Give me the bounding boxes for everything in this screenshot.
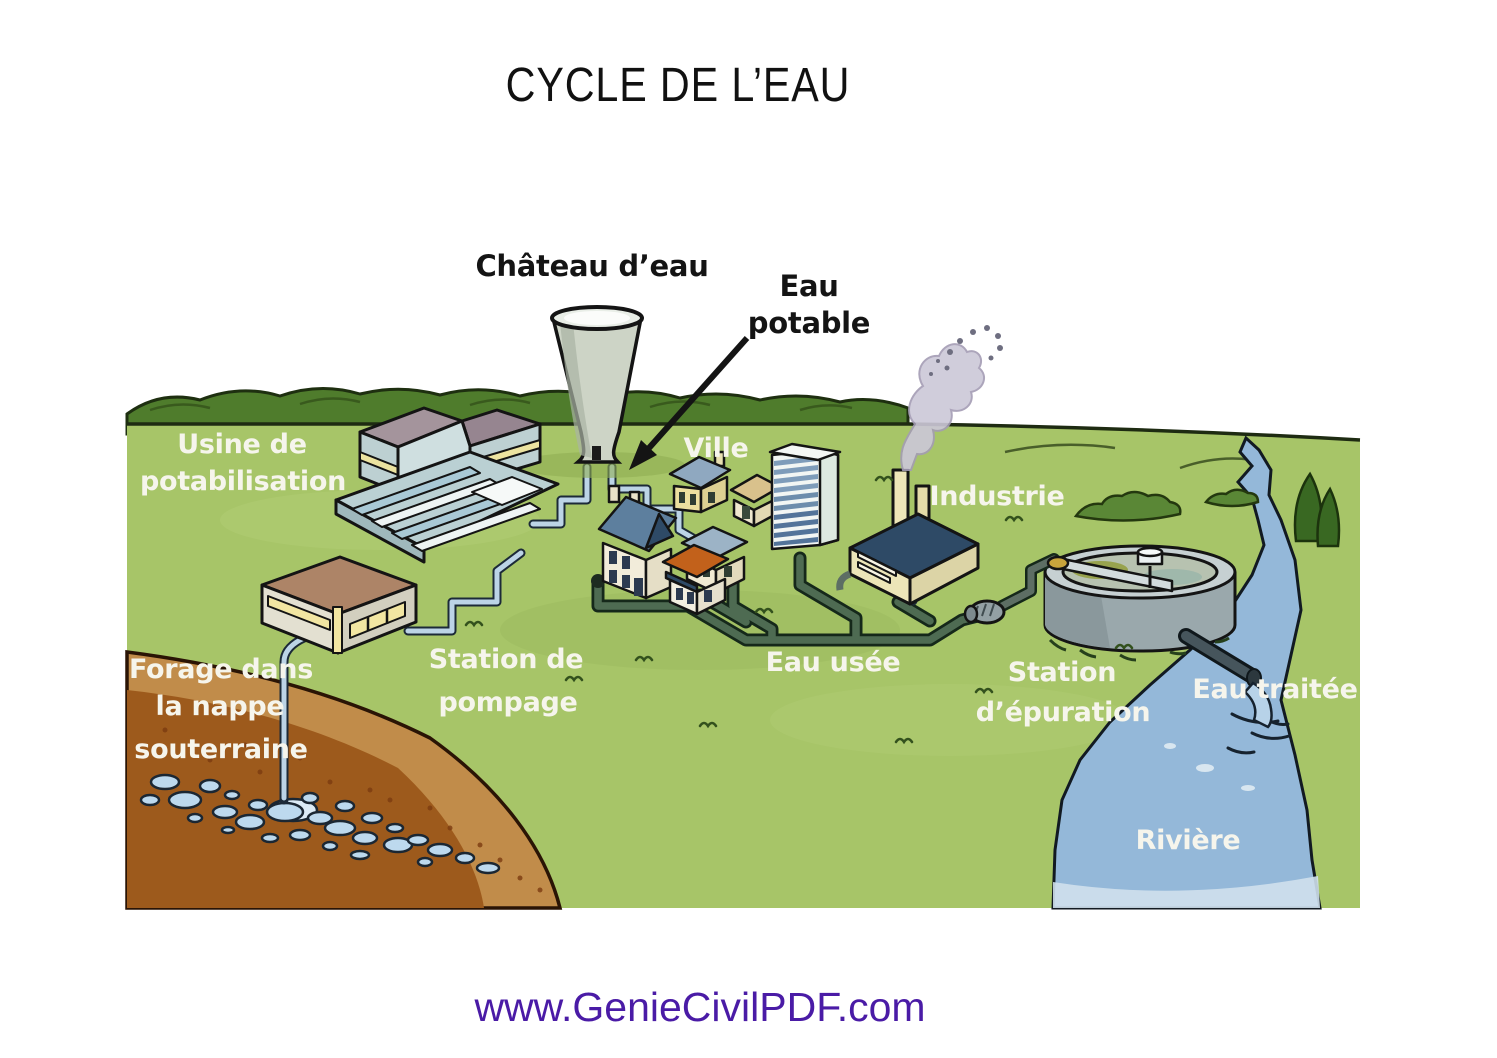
label-industrie: Industrie (930, 481, 1065, 512)
label-eau-potable-line1: Eau (779, 269, 838, 303)
trees (1073, 471, 1341, 548)
drinking-water-pipes (403, 462, 918, 636)
label-usine-line1: Usine de (177, 429, 306, 460)
smoke-plume (900, 325, 1003, 471)
treatment-plant-building (334, 406, 560, 564)
label-usine-line2: potabilisation (140, 466, 346, 497)
label-forage-line1: Forage dans (129, 654, 313, 685)
river (1051, 435, 1322, 910)
pumping-station-building (260, 555, 418, 655)
discharge-pipe (1178, 628, 1273, 729)
label-eau-potable-line2: potable (748, 306, 870, 340)
page-title: CYCLE DE L’EAU (505, 59, 851, 112)
label-riviere: Rivière (1136, 825, 1241, 856)
office-tower (768, 442, 842, 551)
watermark-url: www.GenieCivilPDF.com (474, 984, 926, 1030)
label-pompage-line2: pompage (438, 687, 577, 718)
grass-tufts (464, 475, 1134, 745)
label-chateau-deau: Château d’eau (475, 249, 708, 283)
eau-potable-arrow (629, 336, 750, 470)
groundwater-aquifer (139, 773, 501, 875)
label-forage-line3: souterraine (134, 734, 307, 765)
label-eau-traitee: Eau traitée (1192, 674, 1357, 705)
label-epuration-line1: Station (1008, 657, 1116, 688)
label-ville: Ville (684, 433, 749, 464)
label-forage-line2: la nappe (156, 691, 285, 722)
water-tower (515, 305, 685, 478)
diagram-labels: Château d’eau Eau potable Usine de potab… (129, 249, 1358, 856)
smoke-dots (929, 325, 1003, 376)
label-epuration-line2: d’épuration (976, 697, 1151, 728)
sewer-pipes (591, 551, 997, 647)
factory (836, 468, 980, 606)
label-pompage-line1: Station de (429, 644, 584, 675)
label-eau-usee: Eau usée (766, 647, 901, 678)
city-houses (597, 450, 782, 616)
soil-speckles (162, 727, 543, 893)
borehole-pipe (279, 626, 323, 805)
pump-unit (963, 553, 1070, 625)
